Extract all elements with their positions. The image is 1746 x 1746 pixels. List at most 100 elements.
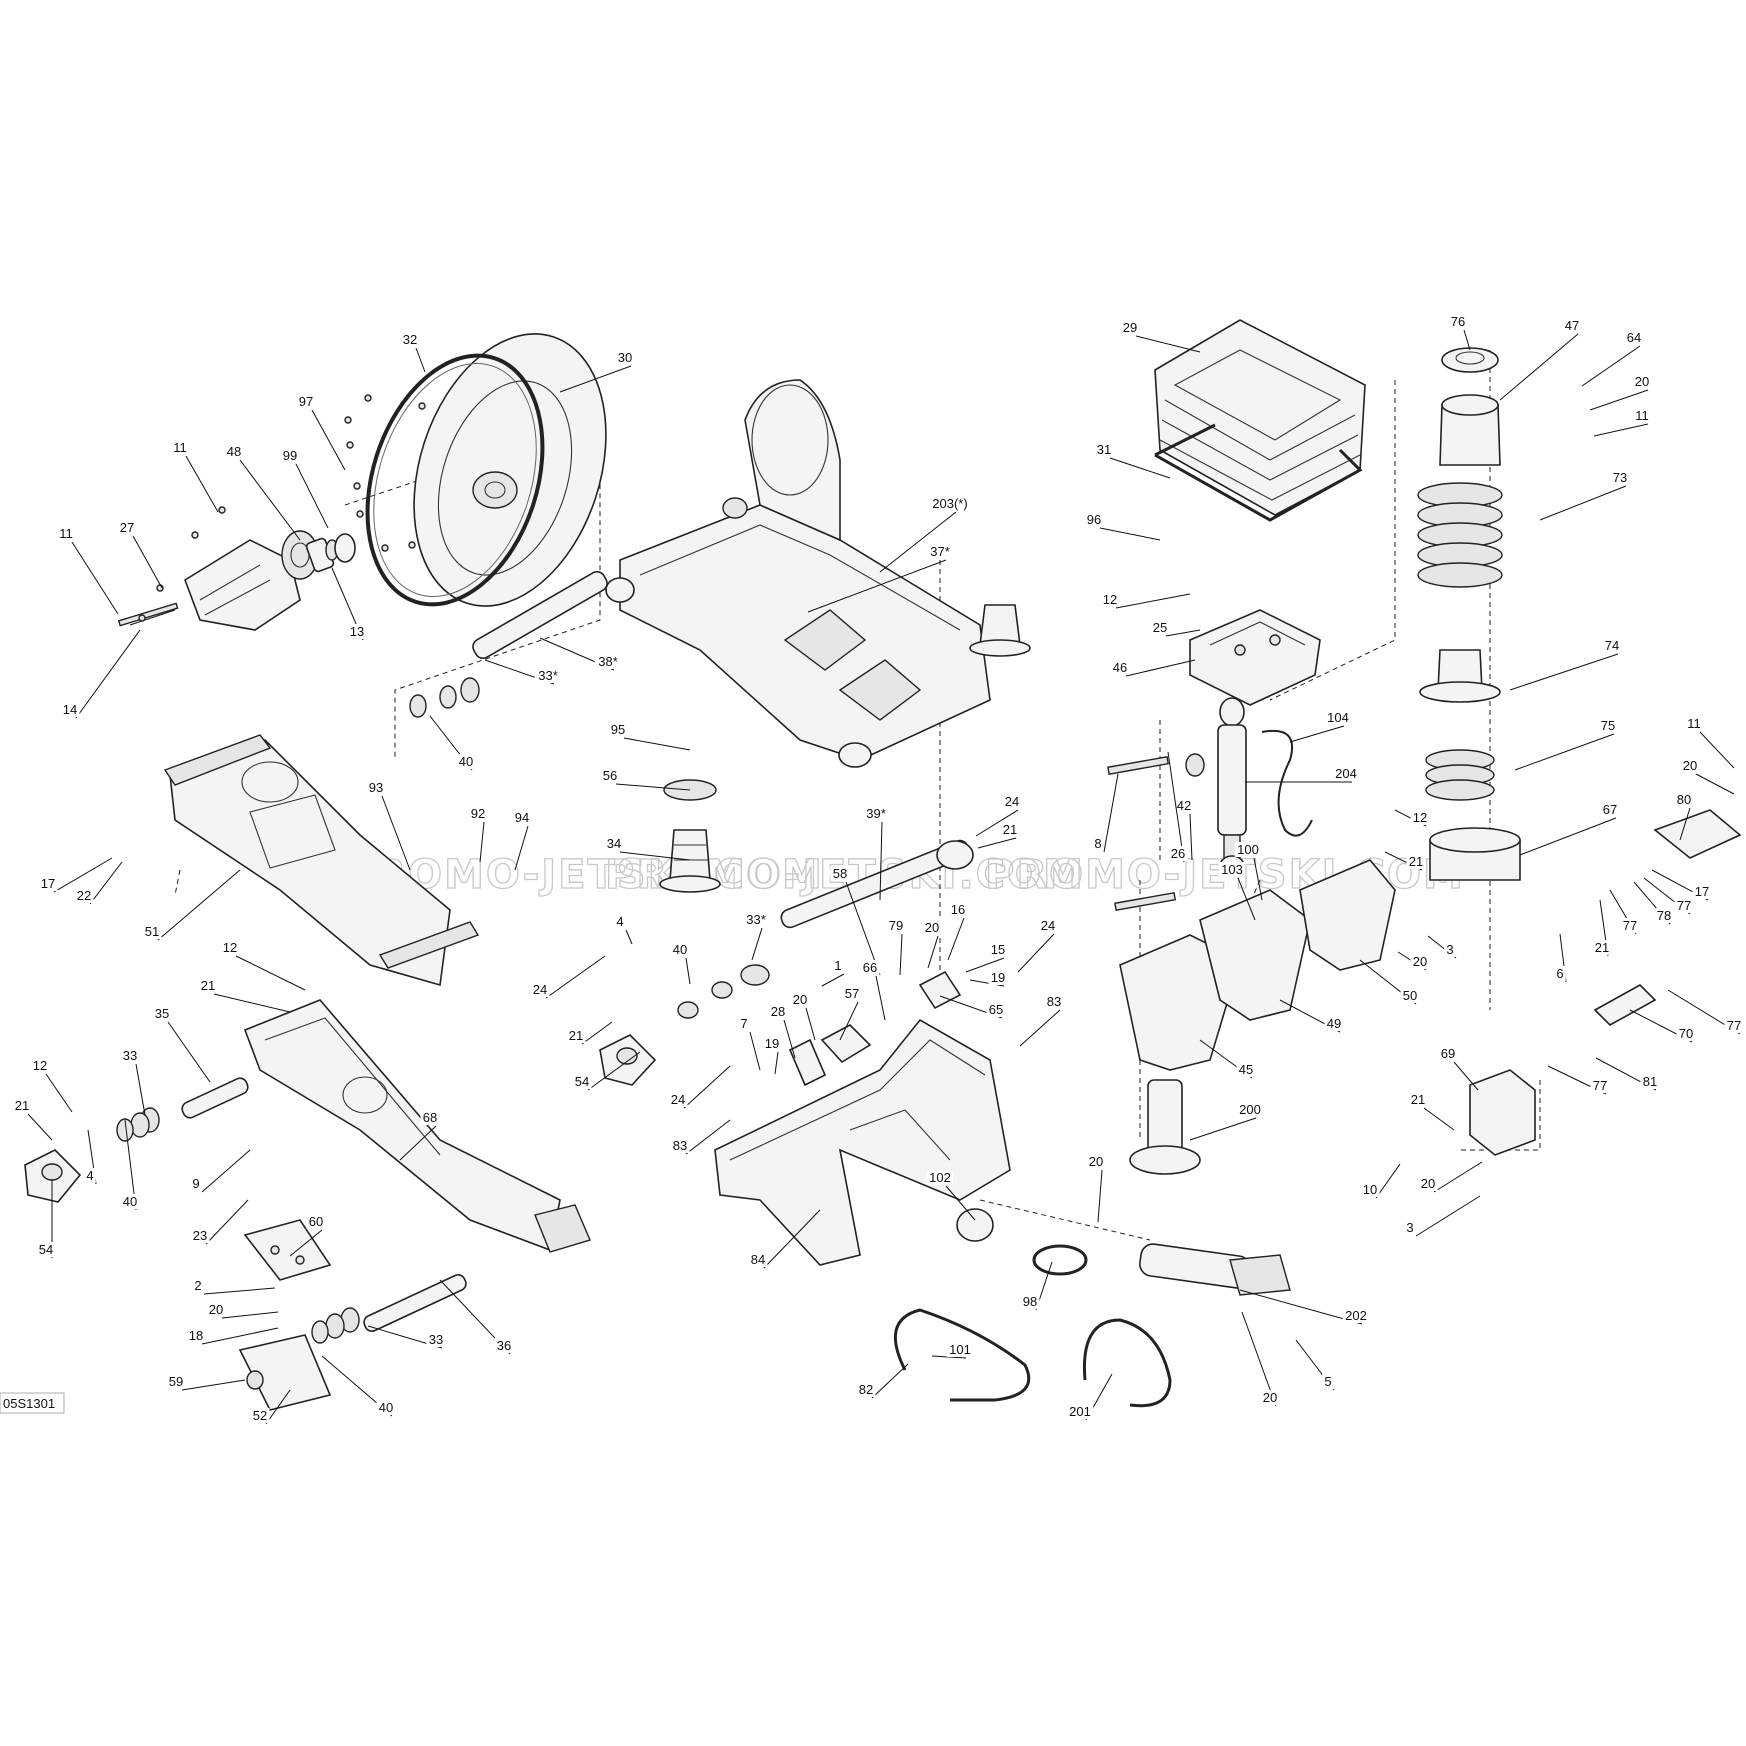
air-bag-cover-29 — [1154, 319, 1366, 516]
callout-label-84: 100 — [1237, 842, 1259, 857]
callout-label-46: 24 — [533, 982, 547, 997]
callout-bg-111 — [1724, 1018, 1744, 1033]
callout-leader-52 — [235, 955, 306, 991]
callout-bg-61 — [420, 1110, 440, 1125]
callout-bg-78 — [1110, 660, 1130, 675]
callout-bg-67 — [186, 1328, 206, 1343]
callout-bg-128 — [856, 1382, 876, 1397]
callout-leader-18 — [381, 795, 411, 871]
callout-label-56: 12 — [33, 1058, 47, 1073]
callout-label-5: 99 — [283, 448, 297, 463]
callout-bg-94 — [1562, 318, 1582, 333]
callout-leader-40 — [839, 1001, 859, 1041]
callout-bg-44 — [762, 1036, 782, 1051]
callout-bg-100 — [1598, 718, 1618, 733]
upper-mount-46 — [1189, 609, 1321, 706]
callout-leader-99 — [1509, 653, 1619, 691]
callout-leader-25 — [845, 881, 881, 976]
callout-leader-33 — [899, 933, 903, 976]
callout-leader-69 — [265, 1389, 291, 1425]
callout-bg-51 — [748, 1252, 768, 1267]
callout-label-116: 21 — [1411, 1092, 1425, 1107]
callout-label-66: 20 — [209, 1302, 223, 1317]
callout-bg-45 — [1044, 994, 1064, 1009]
callout-bg-19 — [468, 806, 488, 821]
spring-73 — [1417, 482, 1503, 588]
callout-leader-81 — [1189, 813, 1193, 861]
callout-leader-41 — [805, 1007, 816, 1041]
callout-label-55: 33 — [123, 1048, 137, 1063]
callout-bg-70 — [376, 1400, 396, 1415]
callout-label-23: 51 — [145, 924, 159, 939]
callout-label-98: 73 — [1613, 470, 1627, 485]
callout-label-115: 69 — [1441, 1046, 1455, 1061]
callout-label-129: 201 — [1069, 1404, 1091, 1419]
callout-bg-66 — [206, 1302, 226, 1317]
callout-label-93: 76 — [1451, 314, 1465, 329]
callout-label-119: 3 — [1406, 1220, 1413, 1235]
callout-leader-47 — [581, 1021, 613, 1045]
callout-label-128: 82 — [859, 1382, 873, 1397]
callout-bg-91 — [1324, 1016, 1344, 1031]
callout-leader-78 — [1125, 659, 1196, 677]
callout-leader-56 — [45, 1073, 73, 1113]
callout-label-82: 26 — [1171, 846, 1185, 861]
callout-label-52: 12 — [223, 940, 237, 955]
callout-leader-95 — [1581, 345, 1641, 387]
callout-leader-100 — [1514, 733, 1615, 771]
callout-bg-14 — [456, 754, 476, 769]
callout-label-122: 102 — [929, 1170, 951, 1185]
callout-bg-56 — [30, 1058, 50, 1073]
callout-label-88: 3 — [1446, 942, 1453, 957]
callout-label-4: 48 — [227, 444, 241, 459]
callout-leader-26 — [975, 809, 1019, 837]
callout-label-6: 27 — [120, 520, 134, 535]
callout-leader-29 — [685, 957, 691, 985]
callout-bg-80 — [1332, 766, 1360, 781]
callout-bg-22 — [74, 888, 94, 903]
callout-leader-128 — [871, 1363, 909, 1399]
callout-label-104: 80 — [1677, 792, 1691, 807]
callout-bg-16 — [600, 768, 620, 783]
bracket-52 — [238, 1334, 332, 1411]
callout-bg-120 — [1236, 1102, 1264, 1117]
callout-leader-74 — [1109, 457, 1171, 479]
callout-leader-63 — [205, 1199, 249, 1245]
callout-leader-117 — [1375, 1163, 1401, 1199]
callout-label-106: 77 — [1677, 898, 1691, 913]
callout-leader-50 — [685, 1119, 731, 1155]
callout-bg-119 — [1404, 1220, 1416, 1235]
callout-bg-110 — [1554, 966, 1566, 981]
callout-bg-97 — [1632, 408, 1652, 423]
callout-label-15: 95 — [611, 722, 625, 737]
cover-plate-30 — [413, 333, 607, 607]
actuator-202 — [1139, 1243, 1291, 1296]
callout-label-67: 18 — [189, 1328, 203, 1343]
callout-bg-10 — [925, 496, 975, 511]
callout-bg-17 — [604, 836, 624, 851]
callout-bg-0 — [400, 332, 420, 347]
callout-leader-23 — [157, 869, 241, 941]
callout-label-0: 32 — [403, 332, 417, 347]
callout-bg-31 — [948, 902, 968, 917]
callout-label-8: 13 — [350, 624, 364, 639]
callout-bg-79 — [1324, 710, 1352, 725]
callout-label-57: 21 — [15, 1098, 29, 1113]
callout-leader-77 — [1165, 629, 1201, 637]
callout-bg-43 — [768, 1004, 788, 1019]
callout-bg-35 — [988, 942, 1008, 957]
callout-bg-59 — [120, 1194, 140, 1209]
callout-label-107: 78 — [1657, 908, 1671, 923]
callout-label-63: 23 — [193, 1228, 207, 1243]
callout-bg-86 — [1410, 810, 1430, 825]
callout-bg-95 — [1624, 330, 1644, 345]
callout-label-103: 20 — [1683, 758, 1697, 773]
diagram-code: 05S1301 — [3, 1396, 55, 1411]
clamp-98 — [1032, 1244, 1088, 1276]
callout-bg-122 — [926, 1170, 954, 1185]
callout-bg-73 — [1120, 320, 1140, 335]
callout-label-75: 96 — [1087, 512, 1101, 527]
callout-bg-93 — [1448, 314, 1468, 329]
callout-leader-35 — [965, 957, 1005, 973]
callout-bg-109 — [1592, 940, 1612, 955]
